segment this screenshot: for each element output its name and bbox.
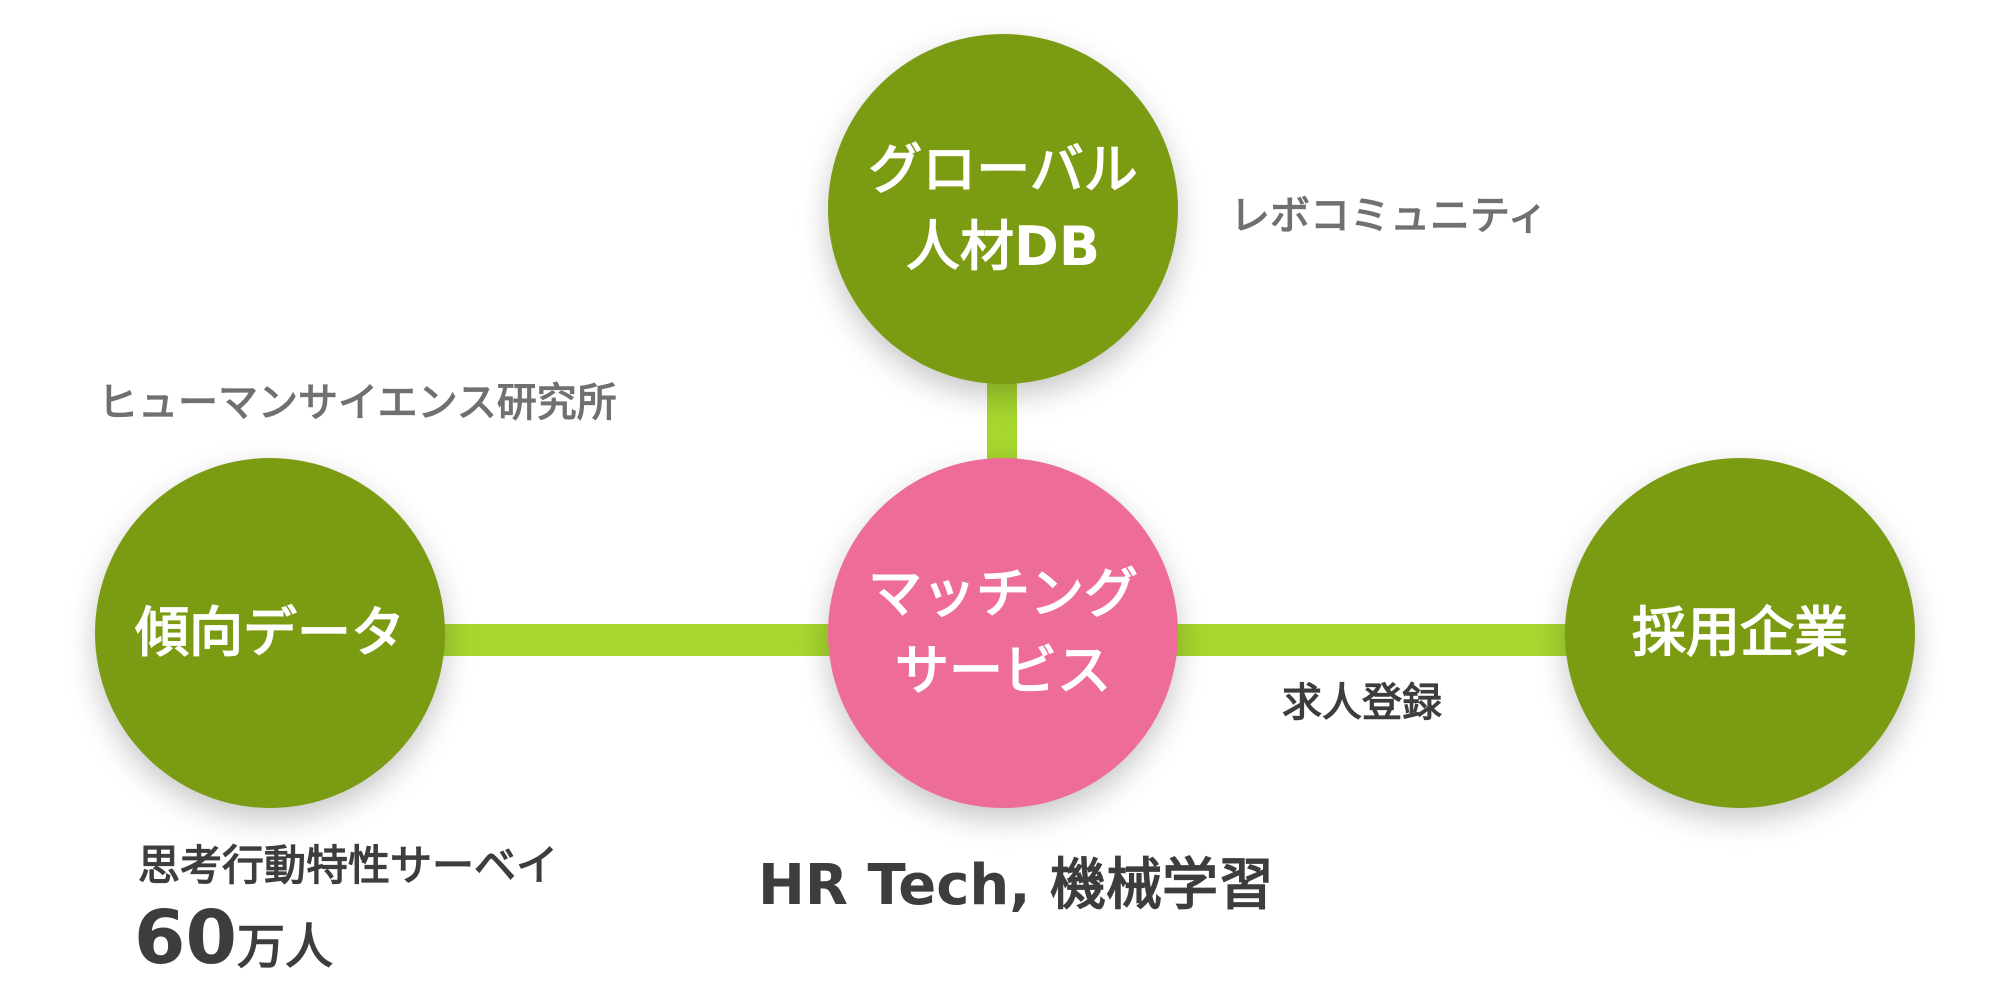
node-matching-service-line2: サービス: [895, 639, 1111, 702]
node-matching-service-line1: マッチング: [868, 562, 1138, 626]
node-global-talent-db-line2: 人材DB: [906, 215, 1100, 278]
node-hiring-companies-label: 採用企業: [1632, 600, 1848, 664]
connector-center-right: [1170, 624, 1570, 656]
node-global-talent-db-line1: グローバル: [868, 138, 1138, 202]
node-trend-data-label: 傾向データ: [135, 600, 405, 664]
label-survey-count-number: 60: [134, 895, 237, 981]
label-job-registration: 求人登録: [1282, 680, 1442, 726]
label-survey-count-unit: 万人: [236, 919, 333, 975]
label-survey-count: 60万人: [134, 895, 333, 981]
connector-left-center: [440, 624, 840, 656]
label-hr-tech: HR Tech, 機械学習: [758, 853, 1275, 918]
node-global-talent-db: グローバル 人材DB: [828, 34, 1178, 384]
node-hiring-companies: 採用企業: [1565, 458, 1915, 808]
node-matching-service: マッチング サービス: [828, 458, 1178, 808]
label-revo-community: レボコミュニティ: [1230, 193, 1548, 239]
node-trend-data: 傾向データ: [95, 458, 445, 808]
label-human-science-lab: ヒューマンサイエンス研究所: [98, 380, 617, 426]
connector-top-center: [987, 370, 1017, 470]
label-survey: 思考行動特性サーベイ: [138, 841, 559, 890]
